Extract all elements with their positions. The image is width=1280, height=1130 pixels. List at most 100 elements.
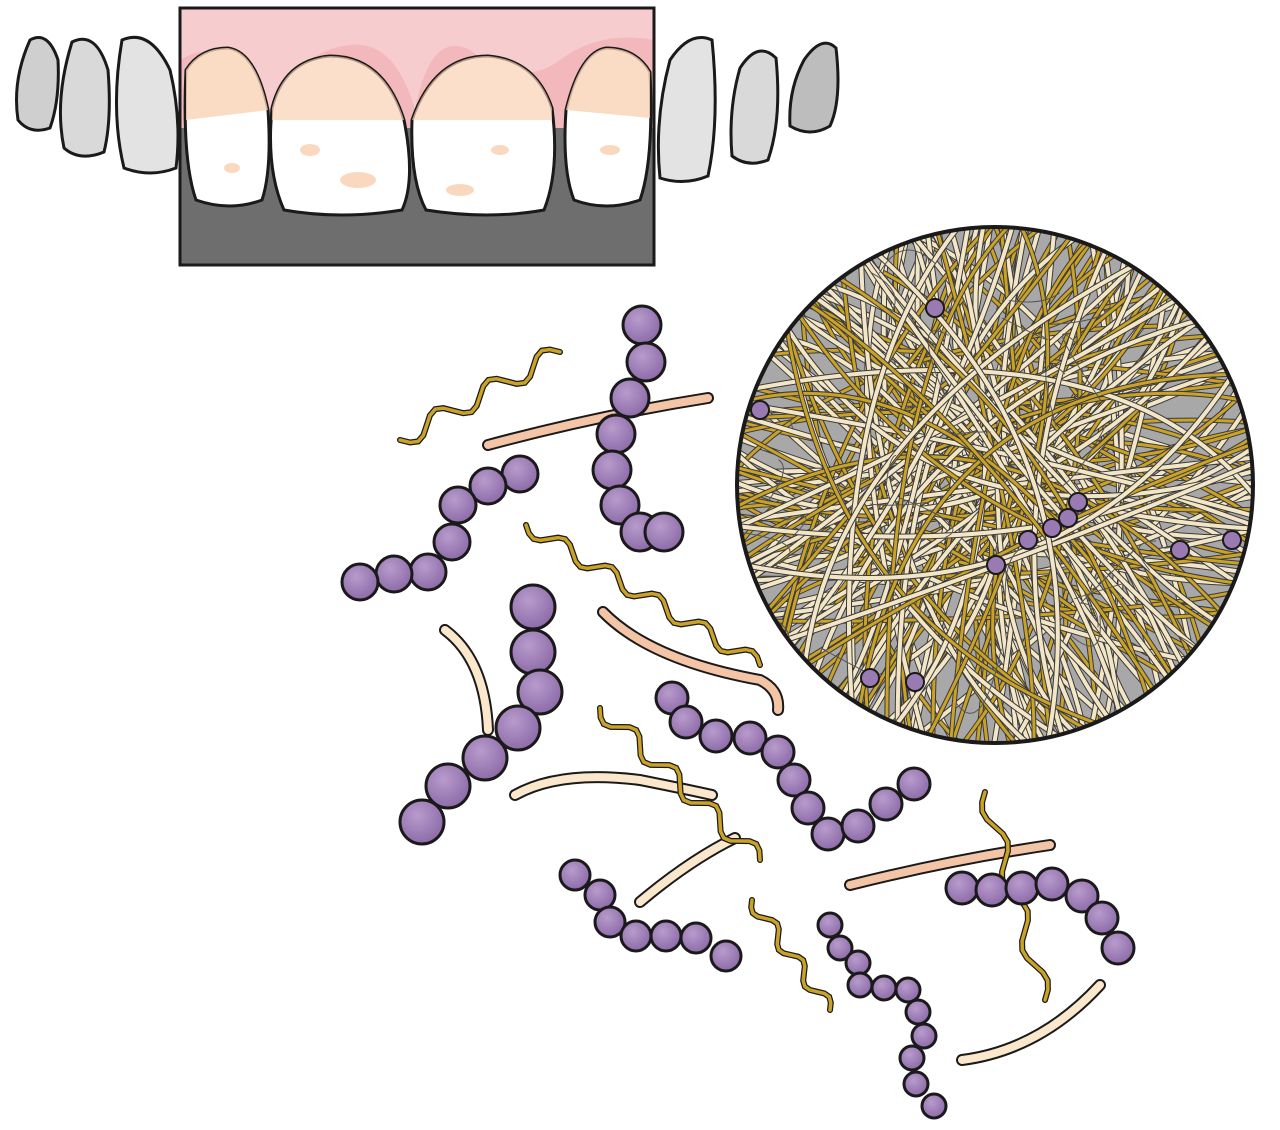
coccus [494,704,542,752]
biofilm-coccus [1042,518,1062,538]
rod-bacterium-fill [636,834,739,906]
coccus-chains [340,304,1136,1120]
filament-wisp [952,431,991,436]
rod-bacteria [439,392,1106,1066]
biofilm-coccus [750,400,770,420]
coccus [898,1044,926,1072]
coccus [593,905,627,939]
filament-wisp [786,515,807,538]
filament [907,227,1050,743]
coccus [438,485,478,525]
coccus [1064,878,1100,914]
coccus [1084,900,1120,936]
coccus [732,720,768,756]
coccus [896,766,932,802]
filament-wisp [1074,583,1124,600]
coccus [868,786,904,822]
coccus [591,449,633,491]
coccus [974,872,1010,908]
filament-wisp [1045,364,1066,427]
filament [771,428,1253,689]
coccus [609,377,651,419]
filament [737,392,1195,713]
filament [858,227,1073,743]
coccus [810,816,846,852]
coccus [668,704,704,740]
rod-bacterium-fill [441,626,492,734]
coccus [910,1022,938,1050]
filament-wisp [1195,227,1216,261]
rod-bacterium-fill [599,608,783,714]
coccus [1004,870,1040,906]
coccus [516,668,564,716]
magnifier-outline [735,225,1255,745]
left-side-teeth [15,35,180,175]
filament [775,277,1253,589]
spirochete-fill [598,706,762,862]
coccus [679,921,713,955]
coccus [944,870,980,906]
coccus [625,341,667,383]
coccus [398,798,446,846]
filament-wisp [899,497,954,538]
rod-bacterium-fill [484,394,712,449]
rod-bacterium-fill [511,773,716,799]
front-teeth-box [180,8,654,265]
rod-bacterium-fill [846,841,1054,889]
coccus [904,998,932,1026]
filament-wisp [1079,548,1136,605]
coccus [583,878,617,912]
biofilm-filaments [737,227,1253,743]
filament-wisp [1138,540,1157,571]
coccus [509,583,557,631]
coccus [509,628,557,676]
coccus [709,939,743,973]
filament [737,303,1238,514]
filament-wisp [927,330,949,394]
coccus [621,304,663,346]
spirochete-fill [524,523,762,667]
spirochete-fill [398,347,562,445]
coccus [816,911,844,939]
filament-wisp [1070,615,1101,647]
filament [846,227,999,743]
filament-wisp [878,249,937,274]
biofilm-coccus [1058,508,1078,528]
coccus [920,1092,948,1120]
spirochete-fill [749,898,833,1012]
filament [884,227,1193,715]
filament [764,289,1253,499]
filament-wisp [955,648,1002,714]
filament-wisp [1062,333,1102,401]
biofilm-coccus [925,298,945,318]
filament-wisp [1061,428,1105,488]
coccus [760,734,796,770]
filament-wisp [1001,317,1048,341]
right-side-teeth [656,36,840,183]
filament [744,444,1253,656]
biofilm-coccus [905,672,925,692]
filament-wisp [767,459,784,502]
filament-wisp [1048,296,1111,325]
filament-wisp [869,501,930,506]
filament-wisp [871,272,896,314]
coccus [1034,866,1070,902]
coccus [776,762,812,798]
coccus [790,790,826,826]
biofilm-coccus [1170,540,1190,560]
coccus [894,976,922,1004]
biofilm-cocci [750,298,1242,692]
coccus [408,552,448,592]
coccus [619,919,653,953]
filament [842,227,1060,743]
coccus [649,919,683,953]
coccus [340,562,380,602]
coccus [424,762,472,810]
filament [772,280,1177,727]
filament [799,242,1177,716]
coccus [468,466,508,506]
filament-wisp [1081,602,1099,628]
coccus [840,808,876,844]
filament [799,254,1160,739]
coccus [432,522,472,562]
